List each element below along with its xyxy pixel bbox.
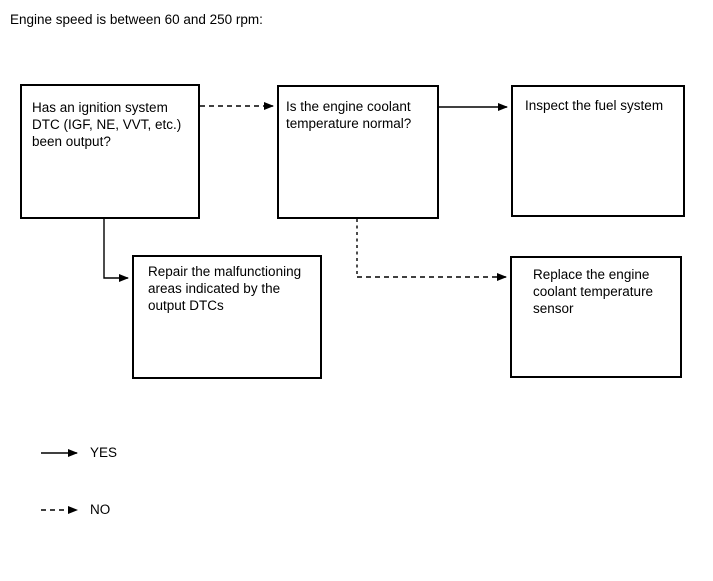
edge-yes-ignition-to-repair [103,219,129,282]
page-title: Engine speed is between 60 and 250 rpm: [10,12,263,27]
node-repair-dtc-areas: Repair the malfunctioning areas indicate… [132,255,322,379]
node-ignition-dtc-question: Has an ignition system DTC (IGF, NE, VVT… [20,84,200,219]
node-coolant-temp-question: Is the engine coolant temperature normal… [277,85,439,219]
legend-yes-label: YES [90,445,118,460]
node-replace-coolant-sensor: Replace the engine coolant temperature s… [510,256,682,378]
legend-no-label: NO [90,502,111,517]
node-inspect-fuel-system: Inspect the fuel system [511,85,685,217]
